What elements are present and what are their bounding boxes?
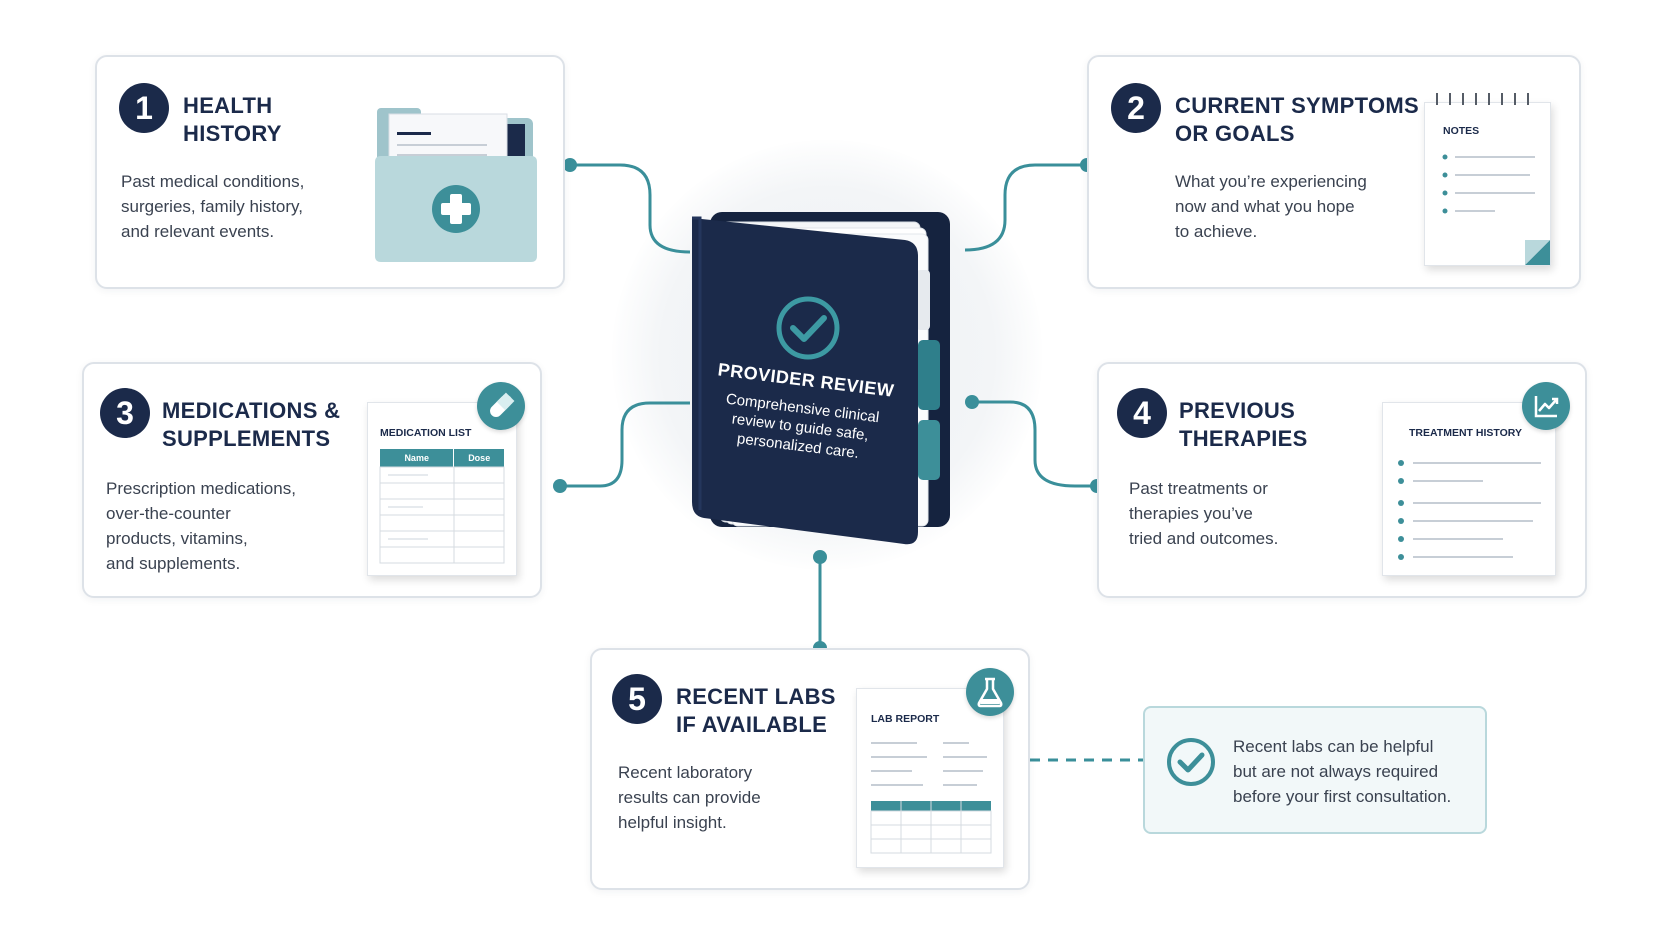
card-medications: 3 MEDICATIONS & SUPPLEMENTS Prescription… xyxy=(82,362,542,598)
card-title-line1: RECENT LABS xyxy=(676,684,836,709)
card-desc-line2: now and what you hope xyxy=(1175,197,1355,216)
card-recent-labs: 5 RECENT LABS IF AVAILABLE Recent labora… xyxy=(590,648,1030,890)
notepad-icon: NOTES xyxy=(1424,93,1551,266)
card-desc-line1: Recent laboratory xyxy=(618,763,753,782)
card-title-line1: PREVIOUS xyxy=(1179,398,1296,423)
med-table-header-dose: Dose xyxy=(468,453,491,463)
connector-2 xyxy=(964,163,1087,252)
step-number-badge: 5 xyxy=(612,674,662,724)
flask-icon xyxy=(966,668,1014,716)
connector-dot-3 xyxy=(553,479,567,493)
labs-note-card: Recent labs can be helpful but are not a… xyxy=(1143,706,1487,834)
treatment-history-doc: TREATMENT HISTORY xyxy=(1382,402,1556,576)
note-line3: before your first consultation. xyxy=(1233,787,1452,806)
note-line1: Recent labs can be helpful xyxy=(1233,737,1434,756)
card-desc-line2: over-the-counter xyxy=(106,504,231,523)
card-desc-line3: products, vitamins, xyxy=(106,529,248,548)
connector-dot-1 xyxy=(563,158,577,172)
step-number-badge: 3 xyxy=(100,388,150,438)
connector-3 xyxy=(560,401,690,488)
card-title-line2: SUPPLEMENTS xyxy=(162,426,331,451)
medication-list-label: MEDICATION LIST xyxy=(380,427,472,439)
connector-dot-4a xyxy=(965,395,979,409)
card-previous-therapies: 4 PREVIOUS THERAPIES Past treatments or … xyxy=(1097,362,1587,598)
treatment-history-label: TREATMENT HISTORY xyxy=(1409,427,1522,439)
card-desc-line2: results can provide xyxy=(618,788,761,807)
lab-report-content xyxy=(870,742,992,854)
connector-1 xyxy=(570,163,691,254)
medical-folder-icon xyxy=(375,108,537,262)
card-title-line1: CURRENT SYMPTOMS xyxy=(1175,93,1419,118)
card-desc-line1: Past medical conditions, xyxy=(121,172,305,191)
binder-icon xyxy=(692,212,950,545)
card-title-line1: HEALTH xyxy=(183,93,273,118)
spiral-binding xyxy=(1436,93,1529,105)
check-circle-icon xyxy=(1167,738,1215,786)
step-number-badge: 1 xyxy=(119,83,169,133)
note-line2: but are not always required xyxy=(1233,762,1439,781)
notes-label: NOTES xyxy=(1443,125,1480,137)
card-health-history: 1 HEALTH HISTORY Past medical conditions… xyxy=(95,55,565,289)
lab-report-label: LAB REPORT xyxy=(871,713,940,725)
card-title-line2: OR GOALS xyxy=(1175,121,1295,146)
step-number-badge: 2 xyxy=(1111,83,1161,133)
card-title-line1: MEDICATIONS & xyxy=(162,398,341,423)
notes-lines xyxy=(1442,154,1550,265)
card-desc-line4: and supplements. xyxy=(106,554,241,573)
card-desc-line2: therapies you’ve xyxy=(1129,504,1253,523)
medication-list-doc: MEDICATION LIST Name Dose xyxy=(367,402,517,576)
card-title-line2: THERAPIES xyxy=(1179,426,1308,451)
connector-4 xyxy=(970,400,1097,488)
med-table-header: Name Dose xyxy=(380,449,504,467)
card-desc-line1: Past treatments or xyxy=(1129,479,1268,498)
card-current-symptoms: 2 CURRENT SYMPTOMS OR GOALS What you’re … xyxy=(1087,55,1581,289)
card-desc-line3: helpful insight. xyxy=(618,813,727,832)
pill-icon xyxy=(477,382,525,430)
step-number-badge: 4 xyxy=(1117,388,1167,438)
card-desc-line1: Prescription medications, xyxy=(106,479,296,498)
card-desc-line3: to achieve. xyxy=(1175,222,1258,241)
card-desc-line1: What you’re experiencing xyxy=(1175,172,1367,191)
treatment-history-lines xyxy=(1398,460,1541,560)
card-desc-line3: and relevant events. xyxy=(121,222,275,241)
lab-report-doc: LAB REPORT xyxy=(856,688,1004,868)
card-title-line2: HISTORY xyxy=(183,121,282,146)
connector-dot-5a xyxy=(813,550,827,564)
card-desc-line3: tried and outcomes. xyxy=(1129,529,1279,548)
med-table-grid xyxy=(379,466,505,564)
card-title-line2: IF AVAILABLE xyxy=(676,712,828,737)
card-desc-line2: surgeries, family history, xyxy=(121,197,304,216)
provider-review-binder: PROVIDER REVIEW Comprehensive clinical r… xyxy=(690,210,960,550)
med-table-header-name: Name xyxy=(380,449,455,467)
trend-chart-icon xyxy=(1522,382,1570,430)
